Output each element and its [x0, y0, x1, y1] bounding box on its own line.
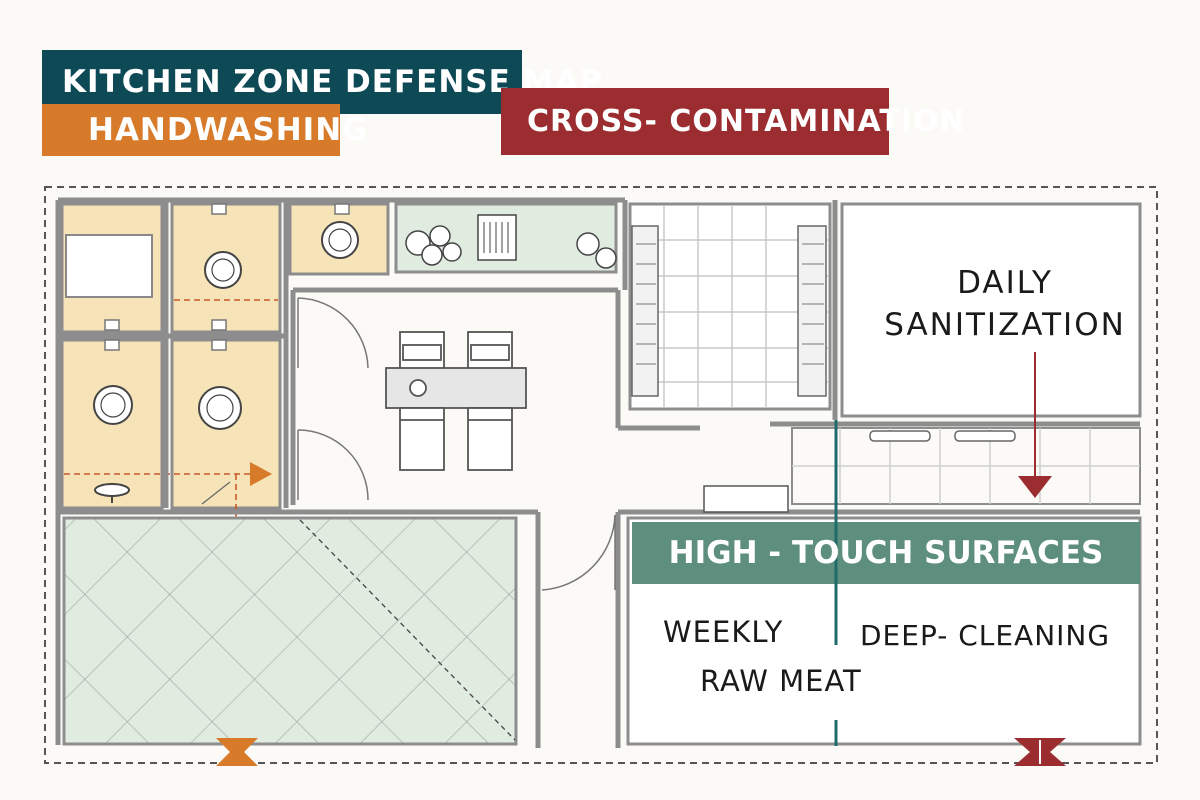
counter-unit [703, 485, 789, 513]
daily-sanitization-label: DAILY SANITIZATION [850, 262, 1160, 346]
cross-contamination-legend: CROSS- CONTAMINATION [501, 88, 965, 155]
raw-meat-label: RAW MEAT [700, 664, 862, 698]
high-touch-band [632, 522, 1140, 584]
traffic-path [299, 519, 516, 741]
walls [55, 197, 1140, 748]
shelving-right [797, 225, 827, 397]
high-touch-surfaces-label: HIGH - TOUCH SURFACES [668, 535, 1104, 571]
daily-label-line2: SANITIZATION [884, 307, 1126, 343]
daily-sanitization-room [840, 202, 1142, 418]
door-swings [297, 297, 616, 591]
handwashing-marker [216, 738, 258, 766]
deep-cleaning-label: DEEP- CLEANING [860, 619, 1111, 652]
map-title: KITCHEN ZONE DEFENSE MAP [42, 50, 602, 114]
sink-drain-icons [93, 221, 359, 503]
handwashing-arrow [250, 462, 272, 486]
shelving-left [631, 225, 659, 397]
daily-label-line1: DAILY [957, 265, 1053, 301]
cooking-island [385, 331, 527, 471]
weekly-label: WEEKLY [663, 615, 784, 649]
handwashing-legend: HANDWASHING [42, 104, 368, 156]
produce-icons [405, 225, 617, 269]
outer-boundary [44, 186, 1158, 764]
sanitization-arrow-head [1018, 476, 1052, 498]
towel-bar-1 [869, 430, 931, 442]
towel-bar-2 [954, 430, 1016, 442]
